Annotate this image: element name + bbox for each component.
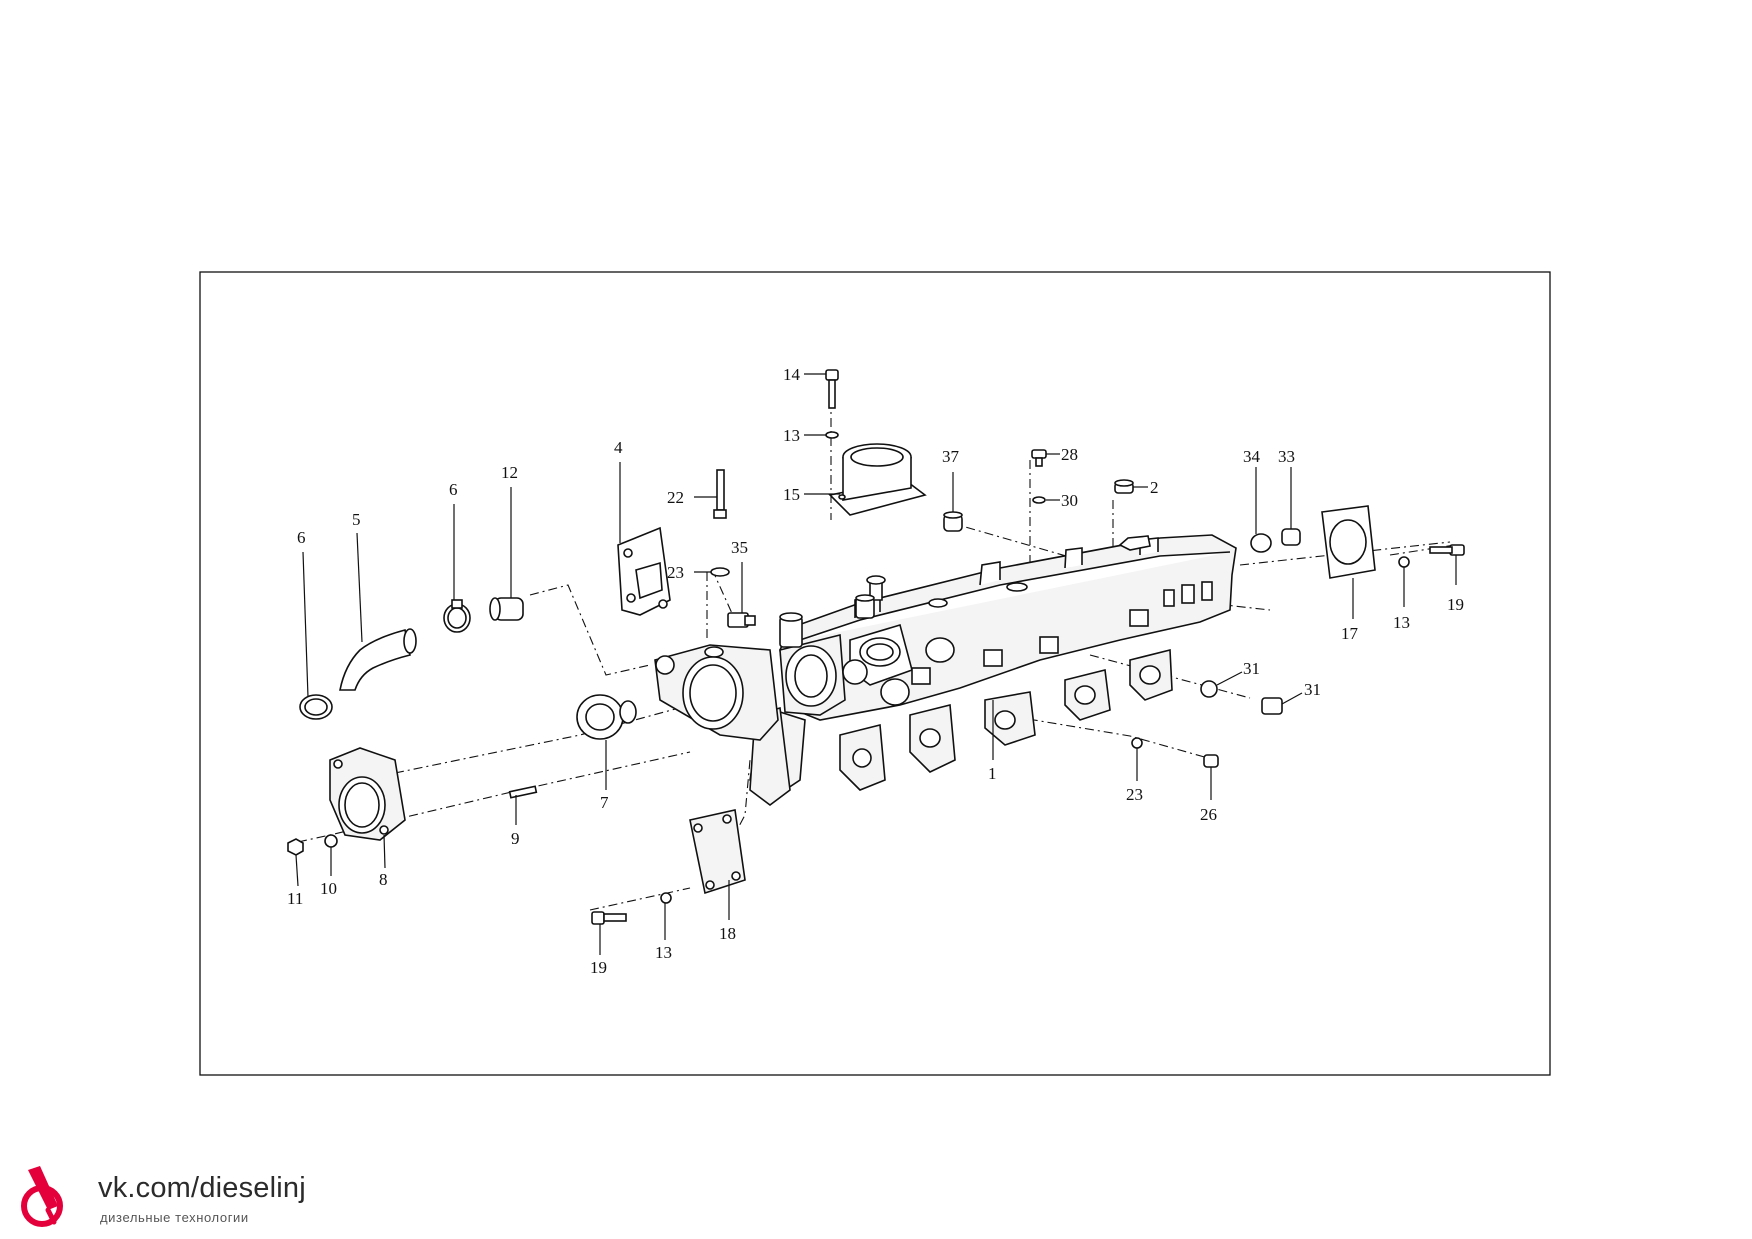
plug-31 bbox=[1261, 697, 1283, 715]
watermark-url[interactable]: vk.com/dieselinj bbox=[98, 1172, 306, 1205]
callout-19-right: 19 bbox=[1447, 595, 1464, 614]
callout-1: 1 bbox=[988, 764, 997, 783]
clamp-6-upper bbox=[443, 599, 471, 633]
callout-4: 4 bbox=[614, 438, 623, 457]
callout-2: 2 bbox=[1150, 478, 1159, 497]
callout-17: 17 bbox=[1341, 624, 1359, 643]
callout-34: 34 bbox=[1243, 447, 1261, 466]
watermark-handle: dieselinj bbox=[199, 1172, 306, 1204]
callout-23-upper: 23 bbox=[667, 563, 684, 582]
oring-23-lower bbox=[1131, 737, 1143, 749]
callout-26: 26 bbox=[1200, 805, 1217, 824]
washer-13-right bbox=[1398, 556, 1410, 568]
washer-34 bbox=[1250, 533, 1272, 553]
callout-30: 31 bbox=[1243, 659, 1260, 678]
callout-6-lower: 6 bbox=[297, 528, 306, 547]
bolt-19-right bbox=[1429, 544, 1465, 556]
callout-33: 33 bbox=[1278, 447, 1295, 466]
bolt-27 bbox=[1031, 449, 1047, 467]
washer-28 bbox=[1032, 496, 1046, 504]
plug-33 bbox=[1281, 528, 1301, 546]
callout-28: 30 bbox=[1061, 491, 1078, 510]
watermark: vk.com/dieselinj дизельные технологии bbox=[18, 1160, 338, 1230]
stud-9 bbox=[508, 785, 538, 799]
oring-23-upper bbox=[710, 567, 730, 577]
nut-11 bbox=[287, 838, 304, 856]
washer-13-lower bbox=[660, 892, 672, 904]
cover-8 bbox=[329, 747, 406, 841]
callout-10: 10 bbox=[320, 879, 337, 898]
callout-6-upper: 6 bbox=[449, 480, 458, 499]
injector-icon bbox=[21, 1166, 63, 1227]
callout-27: 28 bbox=[1061, 445, 1078, 464]
plug-26 bbox=[1203, 754, 1219, 768]
hose-5 bbox=[339, 628, 417, 691]
gasket-4 bbox=[617, 526, 671, 616]
callout-15: 15 bbox=[783, 485, 800, 504]
callout-18: 18 bbox=[719, 924, 736, 943]
callout-11: 11 bbox=[287, 889, 303, 908]
callout-13-lower: 13 bbox=[655, 943, 672, 962]
watermark-site: vk.com/ bbox=[98, 1172, 200, 1204]
callout-8: 8 bbox=[379, 870, 388, 889]
cover-plate-18 bbox=[689, 809, 746, 895]
watermark-subtitle: дизельные технологии bbox=[100, 1210, 249, 1225]
bolt-19-lower bbox=[591, 911, 627, 925]
washer-13-top bbox=[825, 431, 839, 439]
callout-13-top: 13 bbox=[783, 426, 800, 445]
callout-13-right: 13 bbox=[1393, 613, 1410, 632]
washer-30 bbox=[1200, 680, 1218, 698]
plug-35 bbox=[727, 612, 756, 628]
outlet-pipe-15 bbox=[828, 443, 927, 516]
callout-9: 9 bbox=[511, 829, 520, 848]
exhaust-manifold-body bbox=[749, 534, 1237, 806]
gasket-17 bbox=[1321, 505, 1376, 579]
callout-23-lower: 23 bbox=[1126, 785, 1143, 804]
callout-12: 12 bbox=[501, 463, 518, 482]
callout-14: 14 bbox=[783, 365, 801, 384]
callout-35: 35 bbox=[731, 538, 748, 557]
callouts: 14 13 15 22 23 35 4 12 6 5 6 7 8 bbox=[287, 365, 1464, 977]
clamp-6-lower bbox=[299, 694, 333, 720]
hose-fitting-12 bbox=[489, 597, 524, 621]
callout-37: 37 bbox=[942, 447, 960, 466]
stud-22 bbox=[713, 469, 727, 519]
bolt-14 bbox=[825, 369, 839, 409]
callout-22: 22 bbox=[667, 488, 684, 507]
cap-2 bbox=[1114, 479, 1134, 494]
thermostat-7 bbox=[576, 694, 637, 740]
washer-10 bbox=[324, 834, 338, 848]
callout-19-lower: 19 bbox=[590, 958, 607, 977]
callout-31: 31 bbox=[1304, 680, 1321, 699]
diagram-frame bbox=[199, 271, 1551, 1076]
plug-37 bbox=[943, 511, 963, 532]
callout-5: 5 bbox=[352, 510, 361, 529]
thermostat-housing bbox=[654, 644, 779, 741]
callout-7: 7 bbox=[600, 793, 609, 812]
